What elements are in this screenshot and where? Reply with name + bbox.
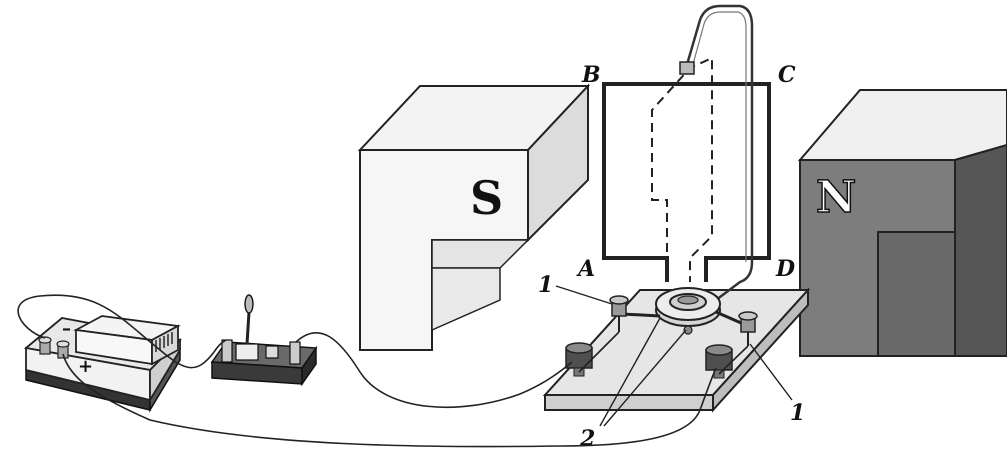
- wire-battery-to-right-post: [62, 353, 717, 448]
- corner-label-c: C: [778, 62, 796, 88]
- wire-switch-to-post: [295, 331, 573, 408]
- north-magnet-front-lower: [877, 231, 956, 357]
- slip-rings: [621, 287, 749, 335]
- wires: [17, 294, 717, 448]
- battery-plus-label: +: [78, 356, 93, 377]
- suspension-thread: [684, 4, 754, 301]
- callout-1-right: 1: [790, 400, 805, 426]
- suspension-thread-inner: [691, 11, 747, 262]
- switch-post-left: [221, 339, 233, 363]
- switch-base-side: [301, 345, 317, 387]
- callout-2: 2: [579, 426, 595, 452]
- terminal-small-right: [738, 311, 758, 346]
- callout-line-2a: [599, 317, 661, 427]
- brush-left: [621, 312, 661, 318]
- ring-inner-hole: [677, 295, 699, 305]
- switch-hinge: [235, 343, 259, 361]
- south-pole-label: S: [470, 171, 503, 225]
- ring-screw: [683, 325, 693, 335]
- thread-clamp: [679, 61, 695, 75]
- power-supply: – +: [23, 315, 182, 413]
- south-magnet-lower-side: [431, 239, 530, 269]
- plate-wire-right: [718, 345, 749, 375]
- south-magnet: S: [357, 83, 591, 351]
- callout-line-1-right: [749, 343, 793, 401]
- corner-label-b: B: [581, 62, 601, 88]
- south-magnet-lower-face: [431, 267, 501, 332]
- knife-switch: [210, 294, 318, 387]
- corner-label-a: A: [576, 256, 595, 282]
- battery-terminal-minus: [38, 336, 52, 355]
- frame-loop: [602, 82, 771, 282]
- switch-jaw: [265, 345, 279, 359]
- battery-terminal-plus: [56, 340, 70, 359]
- switch-post-right: [289, 341, 301, 365]
- switch-handle: [244, 294, 254, 314]
- callout-1-left: 1: [538, 272, 553, 298]
- north-magnet: N: [797, 89, 1007, 357]
- terminals: [565, 295, 758, 379]
- frame-dashed-position: [651, 56, 713, 282]
- callout-line-2b: [603, 329, 687, 427]
- wire-frame: A B C D: [576, 4, 796, 301]
- switch-blade: [245, 311, 251, 345]
- callout-line-1-left: [555, 285, 613, 305]
- north-magnet-side: [954, 143, 1007, 357]
- north-pole-label: N: [816, 172, 856, 223]
- plate-wire-left: [578, 331, 620, 373]
- battery-minus-label: –: [62, 318, 71, 339]
- base-plate-side: [712, 287, 809, 413]
- north-magnet-top: [797, 89, 1007, 161]
- corner-label-d: D: [775, 256, 795, 282]
- wire-battery-to-switch: [17, 294, 227, 369]
- terminal-small-left: [609, 295, 629, 332]
